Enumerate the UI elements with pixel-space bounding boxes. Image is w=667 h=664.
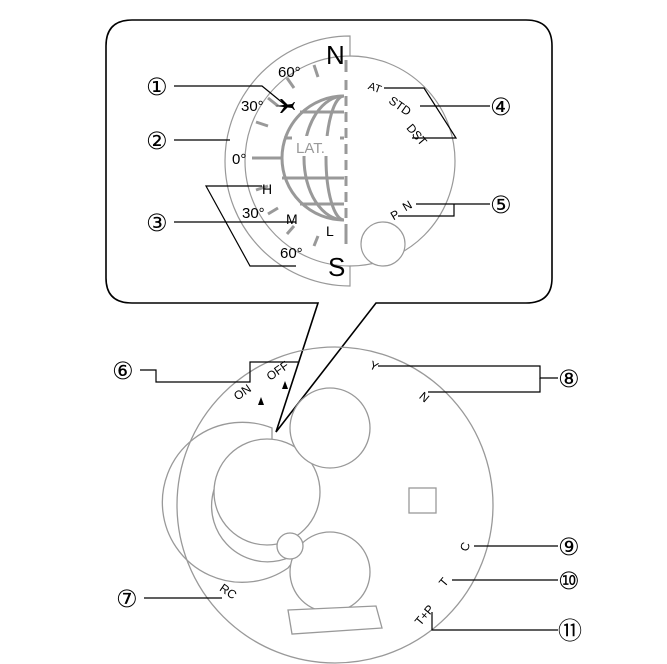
rc-label: RC (217, 581, 240, 603)
callout-11: ⑪ (558, 617, 582, 645)
globe-icon (280, 94, 345, 222)
t-label: T (436, 574, 452, 589)
leader-lines (140, 85, 558, 631)
lat-60-bottom: 60° (280, 245, 303, 262)
callout-1: ① (146, 73, 168, 101)
triangle-up-icon (282, 381, 288, 389)
tp-label: T+P (412, 602, 437, 628)
callout-6: ⑥ (112, 357, 134, 385)
at-label: AT (366, 80, 383, 96)
north-label: N (326, 40, 345, 70)
globe-label: LAT. (296, 140, 325, 157)
callout-2: ② (146, 127, 168, 155)
bottom-window (287, 605, 383, 635)
callout-7: ⑦ (116, 585, 138, 613)
small-center-subdial (276, 532, 304, 560)
mid-label: M (286, 211, 298, 227)
triangle-up-icon (258, 397, 264, 405)
callout-9: ⑨ (558, 533, 580, 561)
on-label: ON (231, 381, 254, 403)
watch-dial (176, 346, 494, 664)
zoom-subdial (360, 221, 406, 267)
callout-5: ⑤ (490, 191, 512, 219)
high-label: H (262, 181, 272, 197)
left-subdial (213, 438, 321, 546)
callout-3: ③ (146, 209, 168, 237)
callout-10: ⑩ (558, 567, 580, 595)
lat-30-bottom: 30° (242, 205, 265, 222)
lat-60-top: 60° (278, 64, 301, 81)
zoom-bubble (105, 19, 553, 433)
lat-30-top: 30° (241, 98, 264, 115)
callout-4: ④ (490, 93, 512, 121)
airplane-icon (275, 99, 295, 113)
upper-subdial (289, 387, 371, 469)
low-label: L (326, 223, 334, 239)
date-window (408, 487, 437, 514)
latitude-scale-ring (224, 35, 351, 287)
lat-0: 0° (232, 151, 246, 168)
c-label: C (457, 540, 473, 553)
latitude-ticks (252, 60, 348, 247)
south-label: S (328, 252, 345, 282)
callout-8: ⑧ (558, 365, 580, 393)
